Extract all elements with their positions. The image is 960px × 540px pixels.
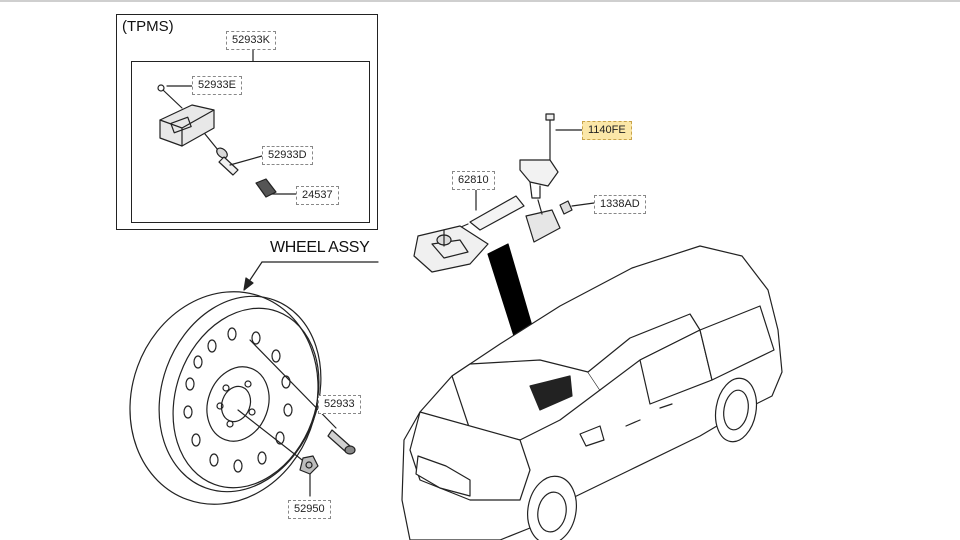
spare-carrier-icon: [413, 159, 595, 273]
wheel-nut-icon: [299, 455, 319, 475]
valve-stem-icon: [327, 429, 356, 455]
part-label-tpms-valve: 52933D: [262, 146, 313, 165]
part-label-tpms-sensor: 52933E: [192, 76, 242, 95]
minivan-icon: [401, 245, 783, 540]
tpms-valve-icon: [204, 133, 263, 176]
top-border: [0, 0, 960, 2]
tpms-screw-icon: [157, 84, 183, 109]
tpms-inner-frame: [131, 61, 370, 223]
part-label-carrier-nut: 1338AD: [594, 195, 646, 214]
part-label-tpms-cap: 24537: [296, 186, 339, 205]
tpms-frame: [116, 14, 378, 230]
carrier-bolt-icon: [545, 113, 583, 163]
part-label-wheel-nut: 52950: [288, 500, 331, 519]
tpms-cap-icon: [255, 178, 297, 198]
part-label-carrier-bolt: 1140FE: [582, 121, 632, 140]
tpms-title: (TPMS): [122, 18, 174, 35]
wheel-icon: [129, 291, 322, 505]
tpms-sensor-icon: [159, 104, 215, 147]
wheel-assy-title: WHEEL ASSY: [270, 239, 370, 256]
part-label-tpms-assembly: 52933K: [226, 31, 276, 50]
part-label-valve-stem: 52933: [318, 395, 361, 414]
part-label-carrier: 62810: [452, 171, 495, 190]
